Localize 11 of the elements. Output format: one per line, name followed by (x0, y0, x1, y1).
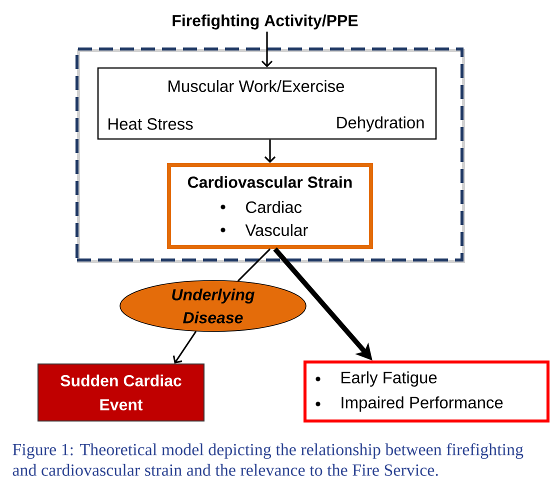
connector-line (237, 248, 271, 282)
arrow (264, 140, 276, 163)
outcome-box: Early Fatigue Impaired Performance (304, 360, 550, 422)
strain-box: Cardiovascular Strain Cardiac Vascular (167, 163, 373, 249)
arrow (172, 331, 197, 364)
figure-caption: Figure 1: Theoretical model depicting the relationship between firefighting and cardiovascular strain and the relevance to the Fire Service. (12, 443, 524, 476)
process-box: Muscular Work/Exercise Heat Stress Dehydration (97, 67, 437, 140)
event-box: Sudden Cardiac Event (38, 364, 204, 422)
heading-label: Firefighting Activity/PPE (172, 14, 358, 30)
dashed-frame (76, 48, 465, 263)
arrow (261, 32, 273, 68)
